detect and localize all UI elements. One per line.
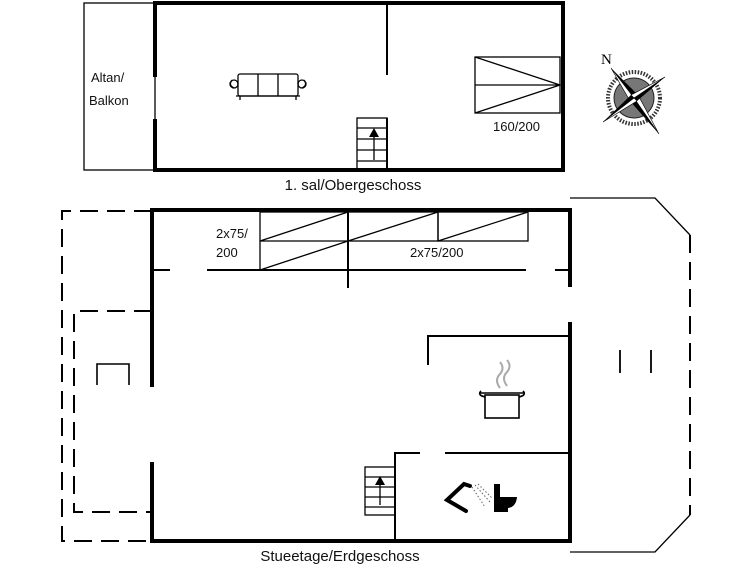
upper-floor: Altan/ Balkon 160/200 1. sal/Obergeschos… <box>83 1 565 194</box>
balcony <box>83 2 156 171</box>
shower-icon <box>443 481 493 513</box>
bathroom-wall <box>394 452 570 541</box>
ground-floor: 2x75/ 200 2x75/200 Stueetage/Erdgeschoss <box>61 197 691 565</box>
cooking-pot-icon <box>478 359 526 419</box>
upper-outer-walls <box>153 1 565 172</box>
porch-outline <box>73 310 152 513</box>
bed-label-left-1: 2x75/ <box>216 226 248 241</box>
bed-label-right: 2x75/200 <box>410 245 464 260</box>
sofa-icon <box>229 73 307 100</box>
balcony-label: Altan/ <box>91 70 125 85</box>
compass-rose-icon: N <box>601 52 666 135</box>
terrace-outline-right <box>570 197 691 553</box>
kitchen-wall <box>427 335 570 365</box>
stairs-arrow-icon <box>369 128 379 137</box>
upper-floor-title: 1. sal/Obergeschoss <box>285 177 422 194</box>
terrace-outline-left <box>61 210 152 542</box>
toilet-icon <box>494 484 517 512</box>
stairs-ground <box>364 466 396 516</box>
ground-outer-walls <box>150 208 572 543</box>
compass-north-label: N <box>601 52 612 68</box>
fireplace <box>96 363 130 385</box>
bedroom-wall <box>152 210 570 288</box>
stairs-arrow-icon-ground <box>375 476 385 485</box>
stairs-upper <box>356 117 388 171</box>
bed-size-label: 160/200 <box>493 119 540 134</box>
terrace-rails <box>619 350 652 373</box>
bed-label-left-2: 200 <box>216 245 238 260</box>
ground-floor-title: Stueetage/Erdgeschoss <box>260 548 419 565</box>
balcony-label-2: Balkon <box>89 93 129 108</box>
double-bed <box>474 56 563 114</box>
single-beds <box>259 211 529 271</box>
